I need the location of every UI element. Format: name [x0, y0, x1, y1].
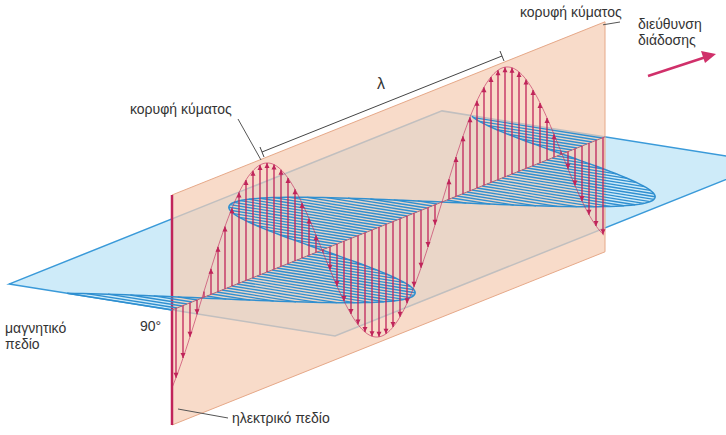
- electric-vector: [469, 117, 470, 191]
- magnetic-vector: [239, 217, 357, 236]
- wavelength-symbol: λ: [377, 76, 397, 92]
- magnetic-vector: [527, 168, 645, 187]
- electric-vector: [455, 157, 456, 196]
- electric-vector: [175, 308, 176, 377]
- electric-vector: [595, 140, 596, 225]
- electric-vector: [385, 224, 386, 333]
- magnetic-vector: [552, 158, 590, 164]
- magnetic-vector: [517, 172, 654, 194]
- electric-vector: [420, 210, 421, 267]
- electric-vector: [483, 87, 484, 185]
- electric-vector: [546, 118, 547, 160]
- electric-vector: [189, 303, 190, 337]
- angle-label: 90°: [140, 318, 170, 334]
- electric-vector: [350, 238, 351, 314]
- electric-vector: [245, 180, 246, 280]
- electric-vector: [224, 226, 225, 288]
- electric-vector: [273, 165, 274, 270]
- electric-vector: [231, 208, 232, 286]
- electric-plane: [172, 22, 605, 425]
- electric-vector: [259, 165, 260, 275]
- electric-field-label: ηλεκτρικό πεδίο: [232, 410, 362, 426]
- electric-vector: [266, 163, 267, 272]
- electric-vector: [287, 178, 288, 263]
- magnetic-vector: [479, 121, 597, 140]
- magnetic-vector: [247, 280, 384, 302]
- electric-vector: [399, 219, 400, 317]
- electric-vector: [336, 244, 337, 286]
- magnetic-field-label: μαγνητικό πεδίο: [5, 320, 89, 352]
- electric-vector: [490, 77, 491, 182]
- electric-vector: [588, 143, 589, 214]
- direction-label: διεύθυνση διάδοσης: [638, 16, 722, 48]
- electric-vector: [392, 222, 393, 327]
- electric-vector: [602, 138, 603, 235]
- electric-vector: [364, 233, 365, 332]
- magnetic-vector: [542, 162, 616, 174]
- electric-vector: [504, 67, 505, 177]
- magnetic-vector: [287, 264, 405, 283]
- arrow-head: [363, 327, 368, 332]
- electric-vector: [427, 208, 428, 247]
- electric-vector: [238, 193, 239, 284]
- electric-wave: [172, 67, 604, 388]
- electric-vector: [511, 68, 512, 174]
- arrow-head: [265, 163, 270, 168]
- leader-line: [603, 22, 620, 25]
- arrow-head: [517, 72, 522, 77]
- crest-label: κορυφή κύματος: [520, 4, 640, 20]
- electric-vector: [301, 203, 302, 258]
- bar-tick: [500, 51, 504, 61]
- electric-vector: [581, 146, 582, 201]
- electric-vector: [476, 101, 477, 188]
- electric-vector: [182, 306, 183, 358]
- leader-line: [238, 119, 261, 160]
- direction-arrow-head: [701, 51, 716, 63]
- electric-vector: [357, 236, 358, 325]
- electric-vector: [406, 216, 407, 303]
- electric-vector: [497, 70, 498, 179]
- magnetic-vector: [294, 240, 332, 246]
- direction-arrow: [648, 57, 706, 76]
- electric-vector: [294, 189, 295, 260]
- electric-vector: [462, 136, 463, 193]
- wavelength-bar: [262, 56, 502, 152]
- electric-vector: [518, 72, 519, 171]
- electric-vector: [280, 170, 281, 267]
- electric-vector: [378, 227, 379, 337]
- electric-vector: [413, 213, 414, 287]
- electric-vector: [252, 171, 253, 278]
- electric-vector: [371, 230, 372, 336]
- electric-vector: [308, 218, 309, 255]
- leader-line: [178, 409, 228, 418]
- electric-vector: [217, 247, 218, 292]
- bar-tick: [260, 147, 264, 157]
- magnetic-vector: [230, 210, 367, 232]
- electric-vector: [532, 90, 533, 166]
- electric-vector: [343, 241, 344, 301]
- electric-vector: [539, 103, 540, 163]
- crest-label: κορυφή κύματος: [130, 101, 250, 117]
- electric-vector: [574, 149, 575, 186]
- magnetic-wave: [67, 116, 655, 302]
- electric-vector: [525, 79, 526, 168]
